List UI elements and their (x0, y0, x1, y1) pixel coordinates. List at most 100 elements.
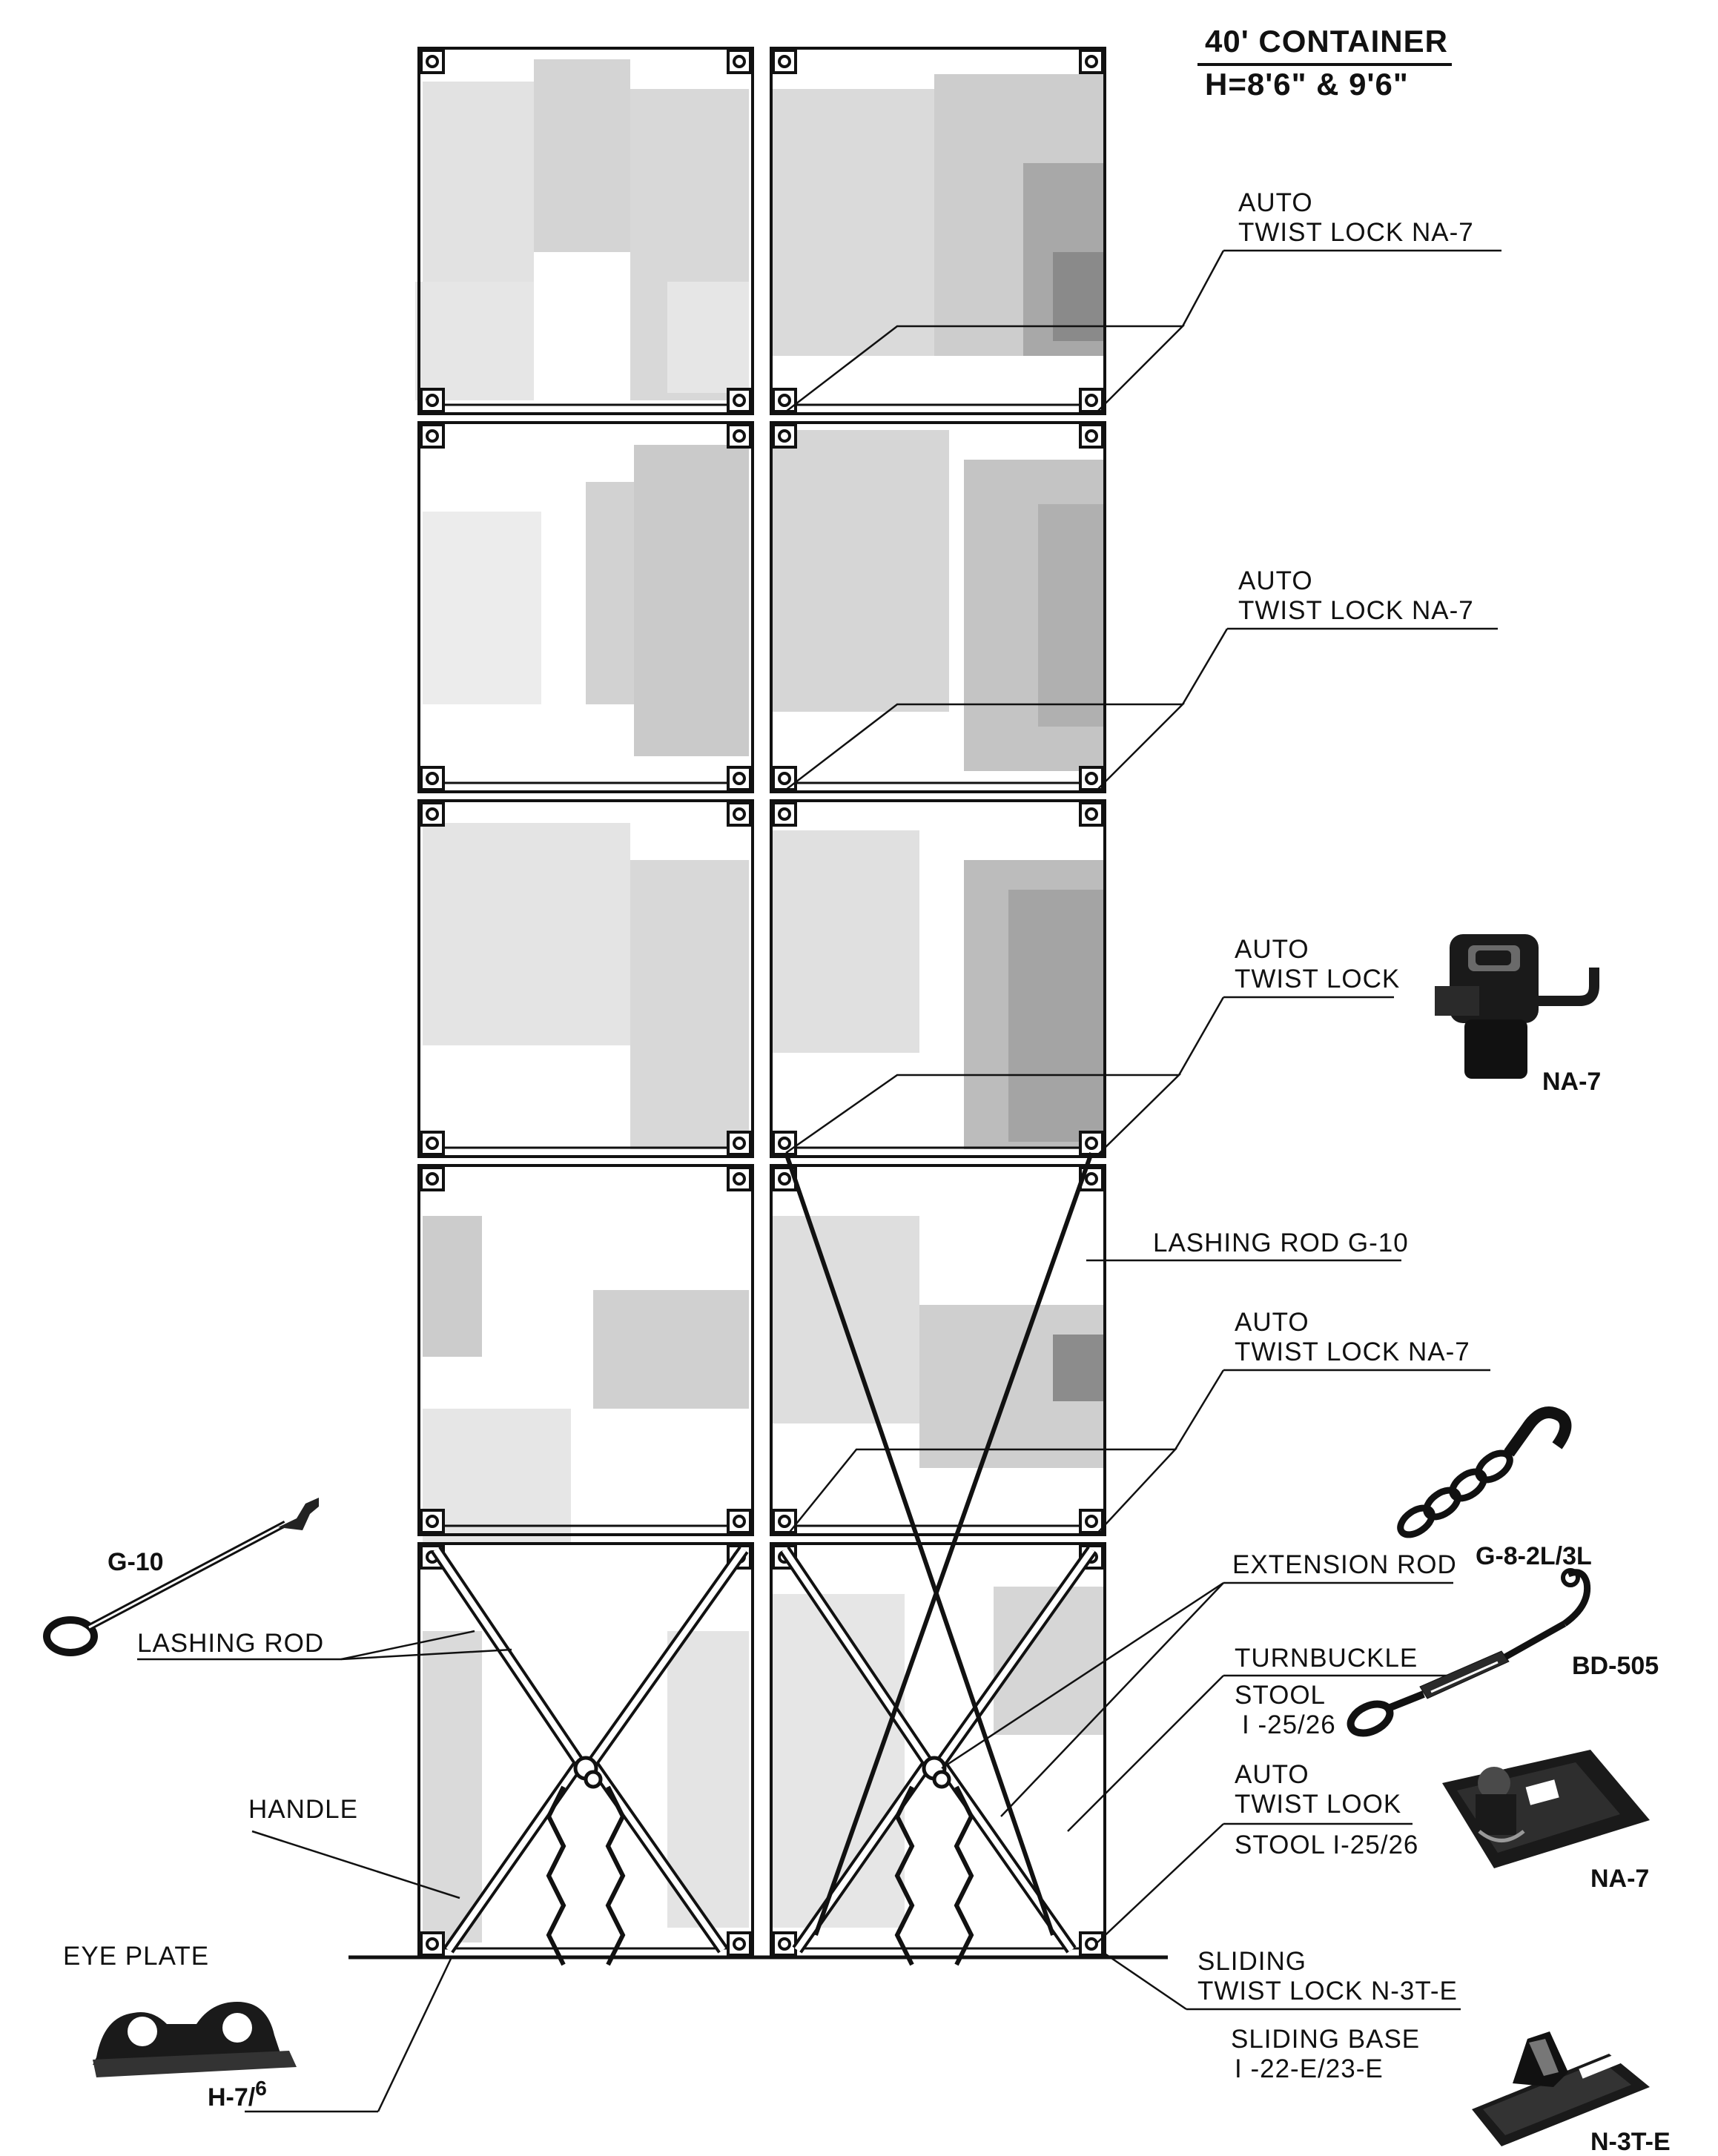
corner-casting (420, 1509, 445, 1534)
callout-line: AUTO (1235, 1760, 1309, 1789)
callout-line: TWIST LOCK NA-7 (1238, 596, 1474, 625)
corner-casting (772, 388, 797, 413)
corner-casting-hole (733, 55, 746, 68)
corner-casting (1079, 1931, 1104, 1957)
h7-eye-plate-icon (93, 2002, 297, 2077)
corner-casting-hole (426, 772, 439, 785)
bd505-turnbuckle-icon (1347, 1568, 1591, 1737)
corner-casting (727, 388, 752, 413)
callout-stool-2: STOOL I-25/26 (1235, 1831, 1418, 1859)
corner-casting-hole (778, 1137, 791, 1150)
g10-lashing-rod-icon (43, 1498, 319, 1656)
corner-casting-hole (778, 394, 791, 407)
callout-line: I -22-E/23-E (1235, 2054, 1384, 2083)
corner-casting-hole (426, 394, 439, 407)
corner-casting-hole (426, 1172, 439, 1186)
container-box (417, 47, 754, 415)
callout-line: TWIST LOCK NA-7 (1238, 218, 1474, 247)
corner-casting (772, 1931, 797, 1957)
corner-casting (420, 388, 445, 413)
callout-line: TWIST LOCK N-3T-E (1197, 1977, 1458, 2005)
corner-casting (727, 1166, 752, 1191)
corner-casting-hole (1085, 394, 1098, 407)
corner-casting (420, 1131, 445, 1156)
container-box (770, 1164, 1106, 1536)
corner-casting-hole (733, 429, 746, 443)
container-box (417, 799, 754, 1158)
corner-casting-hole (733, 1172, 746, 1186)
corner-casting (772, 1509, 797, 1534)
corner-casting (1079, 1509, 1104, 1534)
corner-casting (420, 1931, 445, 1957)
corner-casting (727, 1509, 752, 1534)
lashing-rods-right (779, 1152, 1097, 1966)
corner-casting-hole (778, 807, 791, 821)
callout-line: SLIDING (1197, 1947, 1306, 1976)
callout-handle: HANDLE (248, 1795, 358, 1824)
title-line2: H=8'6" & 9'6" (1205, 67, 1409, 102)
corner-casting-hole (733, 1515, 746, 1528)
callout-line: I -25/26 (1242, 1710, 1336, 1739)
corner-casting (420, 801, 445, 827)
corner-casting-hole (1085, 807, 1098, 821)
n3te-sliding-twist-lock-icon (1472, 2031, 1650, 2146)
h7-label-main: H-7/ (208, 2083, 256, 2112)
corner-casting-hole (1085, 429, 1098, 443)
na7-stool-label: NA-7 (1590, 1865, 1649, 1893)
title-line1: 40' CONTAINER (1205, 24, 1448, 59)
corner-casting-hole (778, 55, 791, 68)
callout-line: AUTO (1238, 566, 1313, 595)
corner-casting-hole (426, 1515, 439, 1528)
corner-casting-hole (733, 772, 746, 785)
g10-label: G-10 (108, 1548, 164, 1576)
callout-extension-rod: EXTENSION ROD (1232, 1550, 1457, 1579)
corner-casting (727, 766, 752, 791)
callout-lashing-rod-g10: LASHING ROD G-10 (1153, 1229, 1409, 1257)
callout-auto-twist-lock-2: AUTO TWIST LOCK NA-7 (1238, 566, 1474, 625)
corner-casting (772, 801, 797, 827)
h7-label: H-7/6 (208, 2077, 267, 2112)
callout-sliding-twist-lock: SLIDING TWIST LOCK N-3T-E (1197, 1947, 1458, 2005)
corner-casting (1079, 423, 1104, 449)
na7-twist-lock-icon (1435, 934, 1599, 1079)
callout-auto-twist-lock-3: AUTO TWIST LOCK (1235, 935, 1400, 993)
corner-casting-hole (778, 1515, 791, 1528)
callout-turnbuckle: TURNBUCKLE (1235, 1644, 1418, 1673)
corner-casting-hole (733, 807, 746, 821)
corner-casting-hole (426, 429, 439, 443)
corner-casting-hole (1085, 1515, 1098, 1528)
container-box (770, 799, 1106, 1158)
container-box (417, 421, 754, 793)
corner-casting-hole (778, 772, 791, 785)
corner-casting (727, 801, 752, 827)
leader-lines (137, 249, 1501, 2113)
callout-line: TWIST LOOK (1235, 1790, 1401, 1819)
corner-casting (1079, 1131, 1104, 1156)
corner-casting-hole (426, 1937, 439, 1951)
corner-casting-hole (1085, 1137, 1098, 1150)
callout-line: AUTO (1235, 935, 1309, 964)
lashing-rods-left (431, 1546, 749, 1966)
callout-stool-1: STOOL I -25/26 (1235, 1681, 1336, 1739)
na7-top-label: NA-7 (1542, 1068, 1601, 1096)
corner-casting-hole (733, 1937, 746, 1951)
na7-stool-icon (1442, 1750, 1650, 1868)
corner-casting-hole (1085, 1172, 1098, 1186)
corner-casting-hole (1085, 55, 1098, 68)
corner-casting (420, 766, 445, 791)
corner-casting (727, 1931, 752, 1957)
callout-line: STOOL (1235, 1681, 1325, 1710)
container-box (770, 47, 1106, 415)
container-box (417, 1164, 754, 1536)
corner-casting-hole (1085, 772, 1098, 785)
callout-line: TWIST LOCK (1235, 965, 1400, 993)
corner-casting (772, 766, 797, 791)
callout-auto-twist-lock-1: AUTO TWIST LOCK NA-7 (1238, 188, 1474, 247)
corner-casting-hole (778, 1937, 791, 1951)
bd505-label: BD-505 (1572, 1652, 1659, 1680)
n3te-label: N-3T-E (1590, 2128, 1671, 2156)
container-box (770, 421, 1106, 793)
callout-lashing-rod: LASHING ROD (137, 1629, 324, 1658)
corner-casting (727, 423, 752, 449)
